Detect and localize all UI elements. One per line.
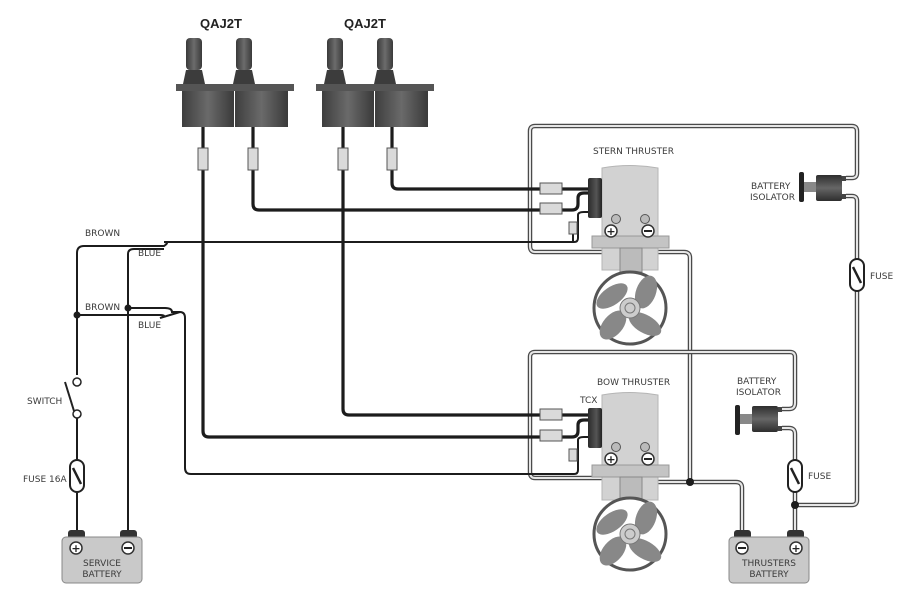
cable-connector — [539, 202, 563, 215]
blue-junction-dot — [124, 304, 132, 312]
isolator-2-label-line1: BATTERY — [737, 377, 777, 387]
service-battery: + SERVICE BATTERY — [61, 530, 143, 584]
stern-thruster-label: STERN THRUSTER — [593, 147, 674, 157]
isolator-2-label-line2: ISOLATOR — [736, 388, 781, 398]
bow-fuse-label: FUSE — [808, 472, 831, 482]
tcx-controller — [588, 408, 602, 448]
stern-battery-isolator: BATTERY ISOLATOR — [750, 172, 846, 203]
thrusters-battery: + THRUSTERS BATTERY — [728, 530, 810, 584]
cable-connector — [386, 147, 398, 171]
stern-thruster: STERN THRUSTER + — [588, 147, 674, 346]
stern-isolator-to-fuse — [797, 193, 860, 508]
brown-wire-label-1: BROWN — [85, 229, 120, 239]
svg-text:+: + — [606, 225, 615, 238]
bow-isolator-to-battery — [782, 425, 798, 530]
cable-connector — [568, 448, 578, 462]
service-battery-label-line2: BATTERY — [82, 570, 122, 580]
isolator-1-label-line2: ISOLATOR — [750, 193, 795, 203]
cable-connector — [539, 429, 563, 442]
isolator-1-label-line1: BATTERY — [751, 182, 791, 192]
joystick-1-label: QAJ2T — [200, 16, 242, 31]
stern-controller — [588, 178, 602, 218]
bow-thruster: BOW THRUSTER TCX + — [579, 378, 670, 572]
brown-wire-label-2: BROWN — [85, 303, 120, 313]
signal-wires — [73, 125, 592, 537]
joystick-qaj2t-1: QAJ2T — [176, 16, 294, 127]
svg-text:+: + — [606, 453, 615, 466]
thrusters-battery-label-line2: BATTERY — [749, 570, 789, 580]
thrusters-battery-label-line1: THRUSTERS — [741, 559, 796, 569]
service-battery-plus: + — [71, 542, 80, 555]
switch-label: SWITCH — [27, 397, 62, 407]
blue-wire-label-1: BLUE — [138, 249, 161, 259]
cable-connector — [568, 221, 578, 235]
tcx-label: TCX — [579, 396, 597, 406]
bow-thruster-label: BOW THRUSTER — [597, 378, 670, 388]
joystick-2-label: QAJ2T — [344, 16, 386, 31]
cable-connector — [247, 147, 259, 171]
stern-fuse: FUSE — [849, 258, 893, 292]
cable-connector — [539, 408, 563, 421]
brown-junction-dot — [73, 311, 81, 319]
bow-fuse: FUSE — [787, 459, 831, 493]
cable-connector — [197, 147, 209, 171]
stern-propeller-icon — [592, 270, 668, 346]
negative-junction-dot — [686, 478, 694, 486]
cable-connector — [337, 147, 349, 171]
positive-junction-dot — [791, 501, 799, 509]
thrusters-battery-minus-icon — [738, 547, 746, 549]
joystick-qaj2t-2: QAJ2T — [316, 16, 434, 127]
bow-battery-isolator: BATTERY ISOLATOR — [735, 377, 782, 435]
blue-wire-label-2: BLUE — [138, 321, 161, 331]
service-fuse-label: FUSE 16A — [23, 475, 67, 485]
thrusters-battery-plus: + — [791, 542, 800, 555]
cable-connectors — [197, 147, 578, 462]
service-switch: SWITCH — [27, 377, 82, 419]
service-battery-minus-icon — [124, 547, 132, 549]
bow-propeller-icon — [592, 496, 668, 572]
service-battery-label-line1: SERVICE — [83, 559, 121, 569]
stern-fuse-label: FUSE — [870, 272, 893, 282]
service-fuse: FUSE 16A — [23, 459, 85, 493]
cable-connector — [539, 182, 563, 195]
